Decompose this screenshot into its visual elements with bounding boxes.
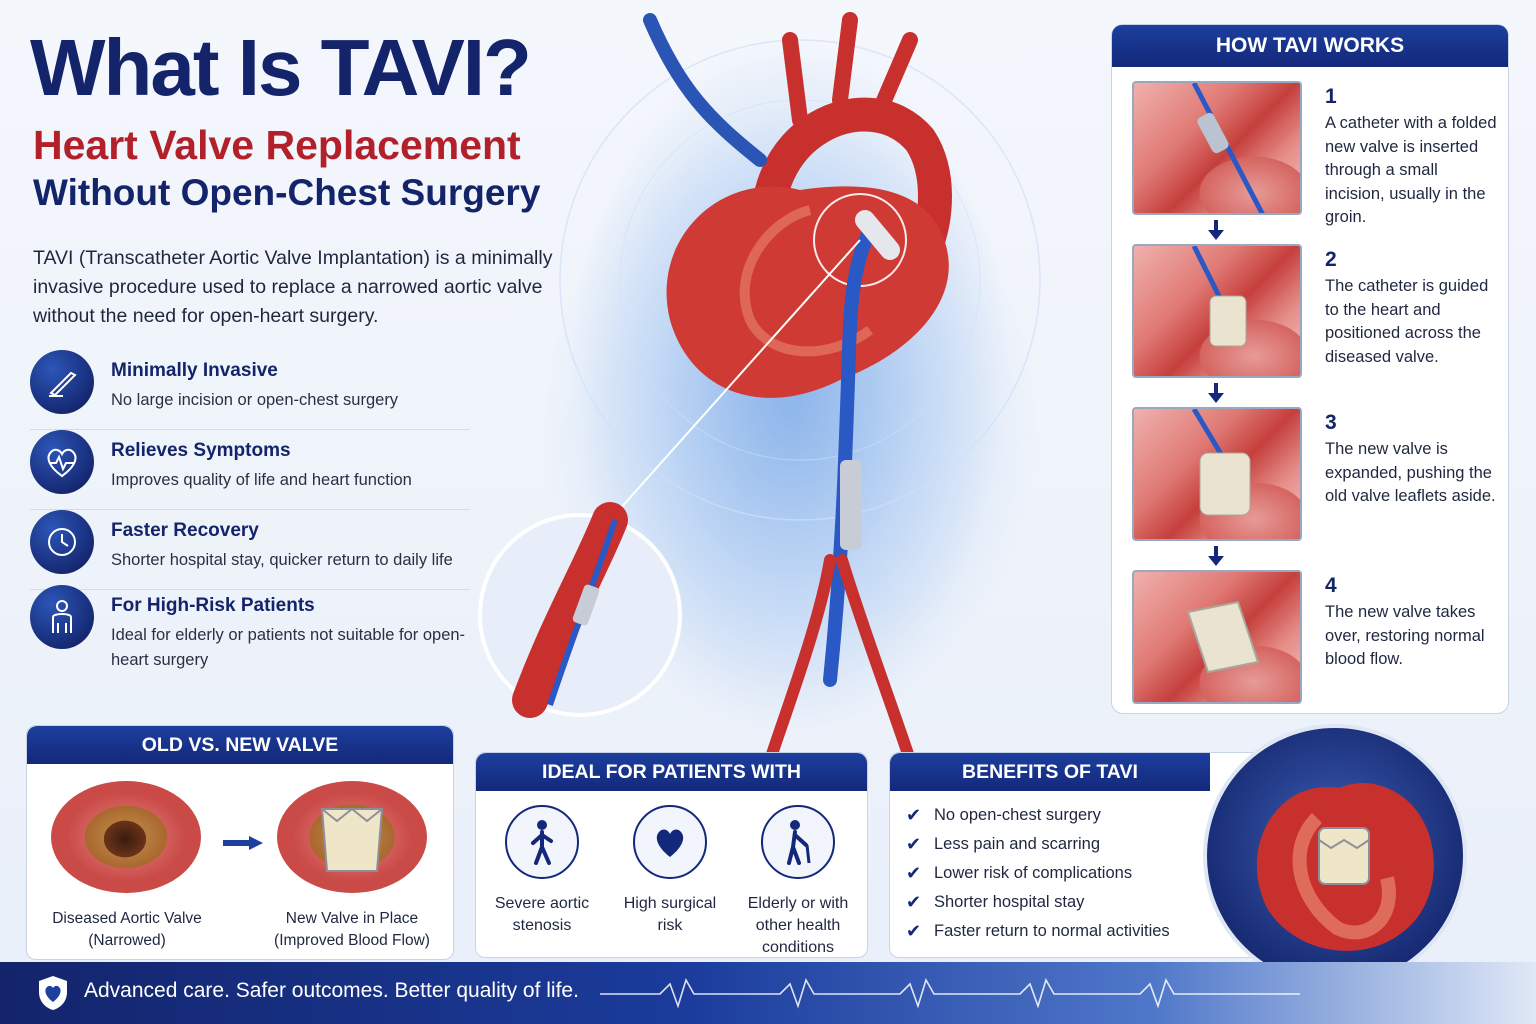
ideal-item-surgical-risk: High surgical risk bbox=[610, 805, 730, 937]
step-1: 1 A catheter with a folded new valve is … bbox=[1132, 81, 1497, 226]
benefit-label: Faster return to normal activities bbox=[934, 922, 1170, 940]
feature-title: Relieves Symptoms bbox=[111, 440, 291, 461]
ideal-title: IDEAL FOR PATIENTS WITH bbox=[476, 753, 867, 791]
page-subtitle-blue: Without Open-Chest Surgery bbox=[33, 172, 541, 213]
footer-banner: Advanced care. Safer outcomes. Better qu… bbox=[0, 962, 1536, 1024]
feature-desc: No large incision or open-chest surgery bbox=[111, 391, 399, 409]
list-item: ✔ Lower risk of complications bbox=[906, 859, 1170, 888]
arrow-right-icon bbox=[223, 836, 263, 850]
heart-icon bbox=[633, 805, 707, 879]
feature-title: Minimally Invasive bbox=[111, 360, 278, 381]
benefits-title: BENEFITS OF TAVI bbox=[890, 753, 1210, 791]
step-text: The new valve is expanded, pushing the o… bbox=[1325, 440, 1496, 505]
feature-desc: Shorter hospital stay, quicker return to… bbox=[111, 551, 453, 569]
check-icon: ✔ bbox=[906, 834, 922, 854]
how-panel-title: HOW TAVI WORKS bbox=[1112, 25, 1508, 67]
step-3: 3 The new valve is expanded, pushing the… bbox=[1132, 407, 1496, 541]
feature-relieves-symptoms: Relieves Symptoms Improves quality of li… bbox=[30, 430, 470, 510]
ideal-item-stenosis: Severe aortic stenosis bbox=[482, 805, 602, 937]
scalpel-icon bbox=[30, 350, 94, 414]
page-title: What Is TAVI? bbox=[30, 23, 532, 112]
benefit-label: Less pain and scarring bbox=[934, 835, 1101, 853]
arrow-down-icon bbox=[1208, 383, 1224, 403]
new-valve-caption: New Valve in Place (Improved Blood Flow) bbox=[274, 910, 430, 949]
shield-heart-icon bbox=[39, 976, 67, 1010]
step-number: 2 bbox=[1325, 248, 1337, 271]
ecg-line-icon bbox=[600, 977, 1300, 1009]
benefit-label: Shorter hospital stay bbox=[934, 893, 1085, 911]
feature-faster-recovery: Faster Recovery Shorter hospital stay, q… bbox=[30, 510, 470, 590]
step-text: The catheter is guided to the heart and … bbox=[1325, 277, 1489, 366]
step-number: 3 bbox=[1325, 411, 1337, 434]
heart-cross-section-image bbox=[1203, 724, 1467, 988]
step-1-image bbox=[1132, 81, 1302, 215]
diseased-valve-image bbox=[51, 781, 201, 893]
feature-desc: Improves quality of life and heart funct… bbox=[111, 471, 412, 489]
check-icon: ✔ bbox=[906, 863, 922, 883]
old-new-title: OLD VS. NEW VALVE bbox=[27, 726, 453, 764]
new-valve-image bbox=[277, 781, 427, 893]
ideal-for-patients-card: IDEAL FOR PATIENTS WITH Severe aortic st… bbox=[475, 752, 868, 958]
ideal-item-elderly: Elderly or with other health conditions bbox=[738, 805, 858, 959]
list-item: ✔ Faster return to normal activities bbox=[906, 917, 1170, 946]
check-icon: ✔ bbox=[906, 892, 922, 912]
elderly-cane-icon bbox=[761, 805, 835, 879]
check-icon: ✔ bbox=[906, 921, 922, 941]
feature-high-risk-patients: For High-Risk Patients Ideal for elderly… bbox=[30, 585, 470, 675]
list-item: ✔ No open-chest surgery bbox=[906, 801, 1170, 830]
check-icon: ✔ bbox=[906, 805, 922, 825]
step-2-image bbox=[1132, 244, 1302, 378]
page-subtitle-red: Heart Valve Replacement bbox=[33, 122, 521, 168]
how-tavi-works-panel: HOW TAVI WORKS 1 A catheter with a folde… bbox=[1111, 24, 1509, 714]
step-number: 1 bbox=[1325, 85, 1337, 108]
person-icon bbox=[30, 585, 94, 649]
clock-icon bbox=[30, 510, 94, 574]
benefits-list: ✔ No open-chest surgery ✔ Less pain and sc… bbox=[906, 801, 1170, 946]
step-4: 4 The new valve takes over, restoring no… bbox=[1132, 570, 1492, 704]
step-2: 2 The catheter is guided to the heart an… bbox=[1132, 244, 1492, 378]
feature-title: Faster Recovery bbox=[111, 520, 259, 541]
step-4-image bbox=[1132, 570, 1302, 704]
old-vs-new-valve-card: OLD VS. NEW VALVE Diseased Aortic Valve … bbox=[26, 725, 454, 960]
heart-catheter-illustration bbox=[478, 12, 1041, 760]
arrow-down-icon bbox=[1208, 546, 1224, 566]
feature-title: For High-Risk Patients bbox=[111, 595, 315, 616]
arrow-down-icon bbox=[1208, 220, 1224, 240]
step-3-image bbox=[1132, 407, 1302, 541]
ideal-item-label: Elderly or with other health conditions bbox=[747, 895, 849, 956]
step-text: A catheter with a folded new valve is in… bbox=[1325, 114, 1497, 226]
heart-pulse-icon bbox=[30, 430, 94, 494]
benefit-label: No open-chest surgery bbox=[934, 806, 1101, 824]
diseased-valve-caption: Diseased Aortic Valve (Narrowed) bbox=[52, 910, 202, 949]
benefit-label: Lower risk of complications bbox=[934, 864, 1133, 882]
footer-tagline: Advanced care. Safer outcomes. Better qu… bbox=[84, 979, 579, 1002]
list-item: ✔ Less pain and scarring bbox=[906, 830, 1170, 859]
walking-person-icon bbox=[505, 805, 579, 879]
ideal-item-label: High surgical risk bbox=[623, 895, 717, 934]
step-number: 4 bbox=[1325, 574, 1337, 597]
feature-desc: Ideal for elderly or patients not suitab… bbox=[111, 626, 466, 669]
list-item: ✔ Shorter hospital stay bbox=[906, 888, 1170, 917]
step-text: The new valve takes over, restoring norm… bbox=[1325, 603, 1485, 668]
ideal-item-label: Severe aortic stenosis bbox=[494, 895, 590, 934]
intro-paragraph: TAVI (Transcatheter Aortic Valve Implant… bbox=[33, 247, 553, 327]
feature-minimally-invasive: Minimally Invasive No large incision or … bbox=[30, 350, 470, 430]
